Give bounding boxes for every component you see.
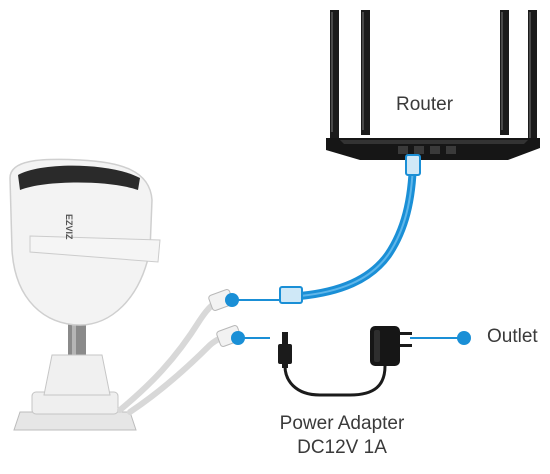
router-icon (326, 10, 540, 160)
router-label: Router (396, 94, 454, 115)
router-antenna (500, 10, 509, 135)
rj45-plug (279, 286, 303, 304)
rj45-plug (405, 154, 421, 176)
ethernet-cable (279, 154, 421, 304)
power-adapter-label-line1: Power Adapter (279, 413, 405, 434)
dc-plug-icon (278, 332, 292, 368)
power-port-marker (231, 331, 245, 345)
router-antenna (361, 10, 370, 135)
adapter-cable (283, 365, 387, 397)
connector-markers (225, 293, 471, 345)
router-antenna (528, 10, 537, 145)
router-port (414, 146, 424, 154)
router-port (430, 146, 440, 154)
outlet-marker (457, 331, 471, 345)
power-adapter-label: Power Adapter DC12V 1A (262, 412, 422, 460)
router-port (446, 146, 456, 154)
ethernet-port-marker (225, 293, 239, 307)
router-port (398, 146, 408, 154)
camera-logo: EZVIZ (64, 214, 74, 240)
power-adapter-icon (370, 326, 412, 366)
camera-cables (117, 289, 242, 415)
camera-icon: EZVIZ (9, 158, 161, 431)
power-adapter-label-line2: DC12V 1A (297, 437, 387, 458)
router-antenna (330, 10, 339, 140)
outlet-label: Outlet (487, 326, 538, 347)
